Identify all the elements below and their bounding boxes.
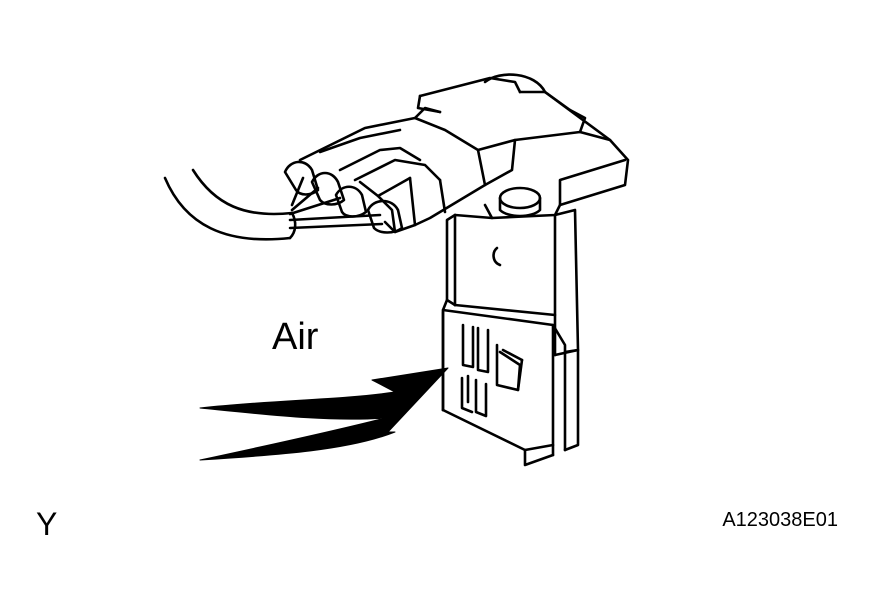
inlet-slots [460, 323, 524, 418]
airflow-arrow [199, 367, 449, 461]
air-label: Air [272, 316, 319, 358]
connector-housing [298, 106, 487, 234]
sensor-body-top [416, 73, 630, 220]
corner-mark: Y [36, 506, 58, 542]
connector-terminals [283, 160, 404, 234]
wire-harness [163, 168, 384, 241]
figure-id: A123038E01 [722, 509, 838, 531]
sensor-inlet-block [441, 308, 580, 467]
